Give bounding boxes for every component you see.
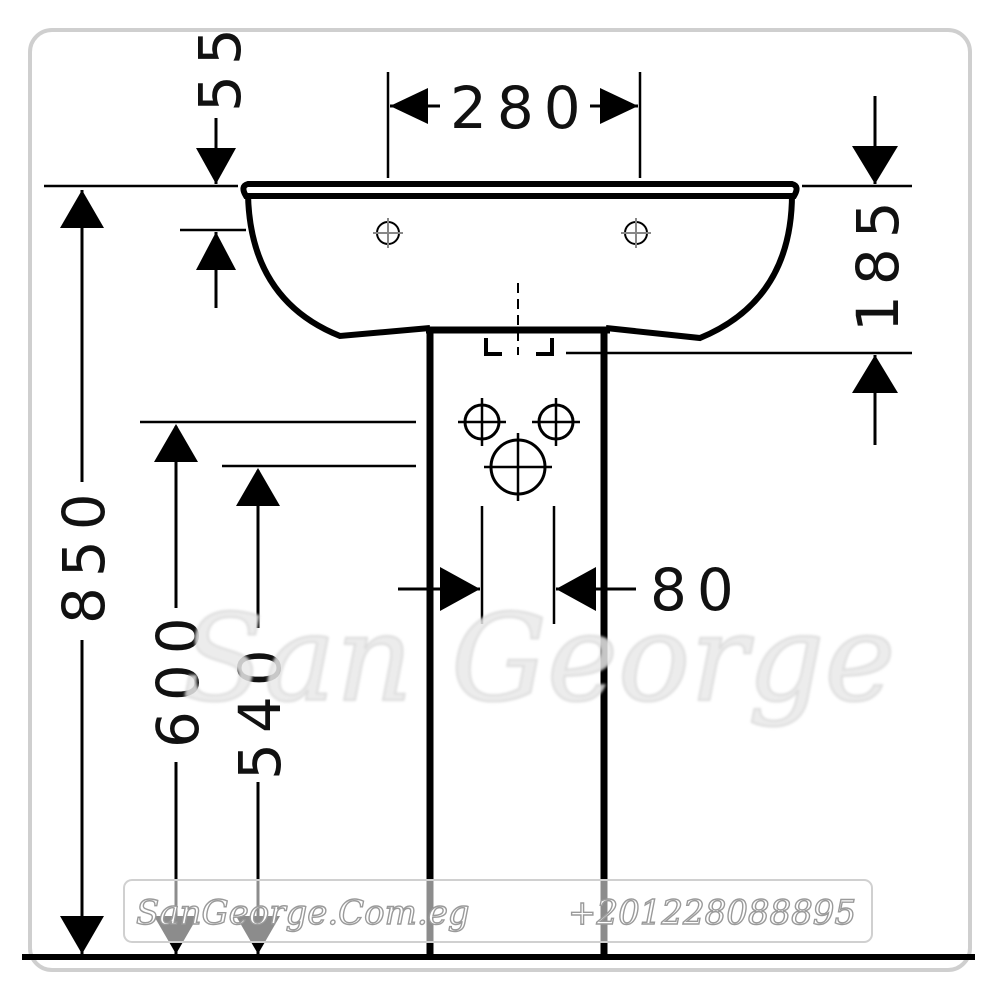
dimension-600-label: 600 [144,607,212,748]
pedestal [426,283,610,957]
dimension-55: 55 [44,18,254,308]
dimension-850-label: 850 [50,483,118,624]
footer-website: SanGeorge.Com.eg [136,893,470,933]
dimension-850: 850 [50,190,118,954]
basin-rim [240,181,800,199]
dimension-185-label: 185 [844,191,912,332]
outer-frame [28,28,972,972]
watermark-brand: San George [182,590,896,729]
tap-hole-left-icon [373,218,403,248]
pipe-outlet-right-icon [532,398,580,446]
tap-hole-right-icon [621,218,651,248]
basin-bowl [245,193,795,342]
footer-phone: +201228088895 [568,893,856,933]
drain-bracket-left [484,338,502,356]
dimension-280: 280 [386,72,642,178]
drain-bracket-right [536,338,554,356]
footer-watermark: SanGeorge.Com.eg +201228088895 [123,879,873,943]
waste-outlet-icon [484,433,552,501]
pipe-outlet-left-icon [458,398,506,446]
dimension-540-label: 540 [226,639,294,780]
dimension-80-label: 80 [650,556,744,624]
dimension-185: 185 [566,96,912,445]
dimension-80: 80 [398,506,744,624]
dimension-280-label: 280 [450,74,591,142]
dimension-55-label: 55 [186,18,254,112]
pedestal-body [426,326,610,957]
basin [240,181,800,342]
